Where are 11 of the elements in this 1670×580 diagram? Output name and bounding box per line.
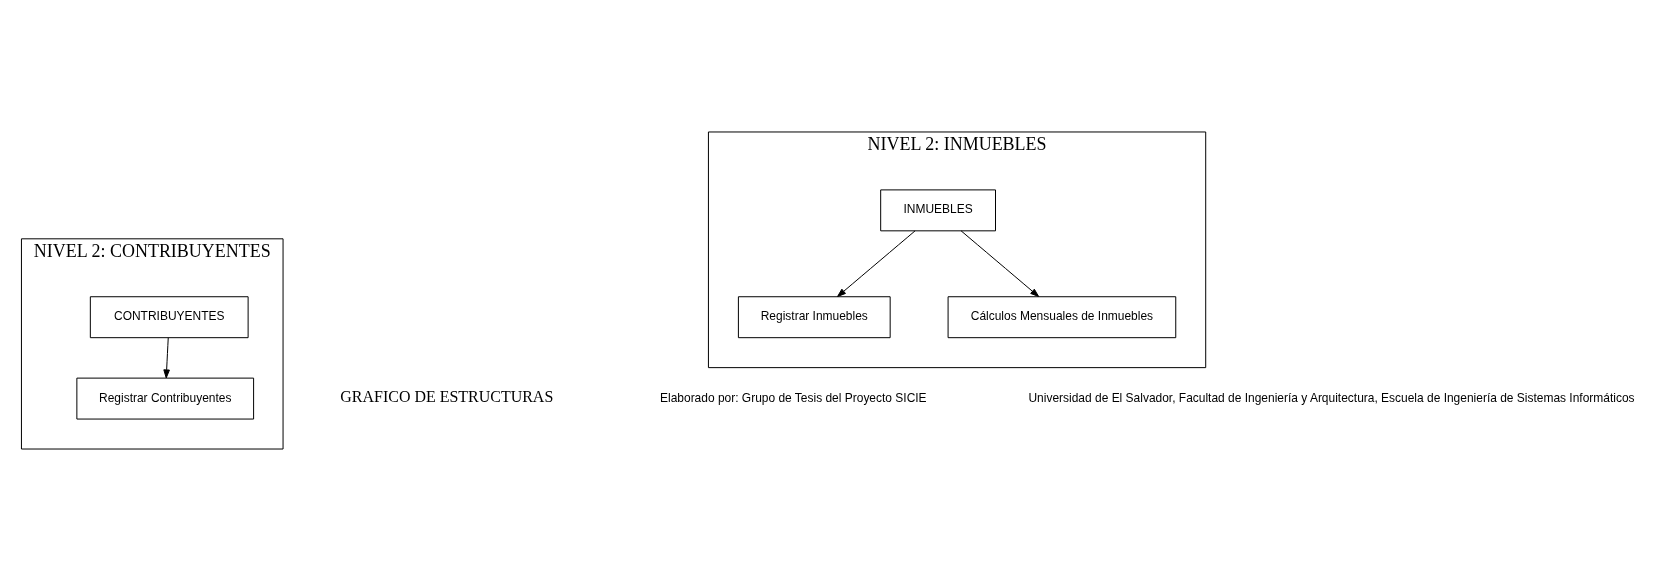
label: Universidad de El Salvador, Facultad de Ingeniería y Arquitectura, Escuela de Ingeniería de Sistemas Informáticos bbox=[1028, 390, 1635, 405]
node-box: CONTRIBUYENTES bbox=[89, 295, 249, 338]
label: GRAFICO DE ESTRUCTURAS bbox=[340, 387, 554, 405]
arrow bbox=[837, 229, 916, 297]
node-box: Cálculos Mensuales de Inmuebles bbox=[947, 295, 1177, 338]
node-box: Registrar Inmuebles bbox=[737, 295, 891, 338]
arrow bbox=[163, 336, 170, 378]
arrow bbox=[960, 229, 1040, 297]
node-box: Registrar Contribuyentes bbox=[76, 377, 255, 420]
label: Elaborado por: Grupo de Tesis del Proyecto SICIE bbox=[660, 390, 927, 405]
node-box: INMUEBLES bbox=[880, 188, 996, 231]
